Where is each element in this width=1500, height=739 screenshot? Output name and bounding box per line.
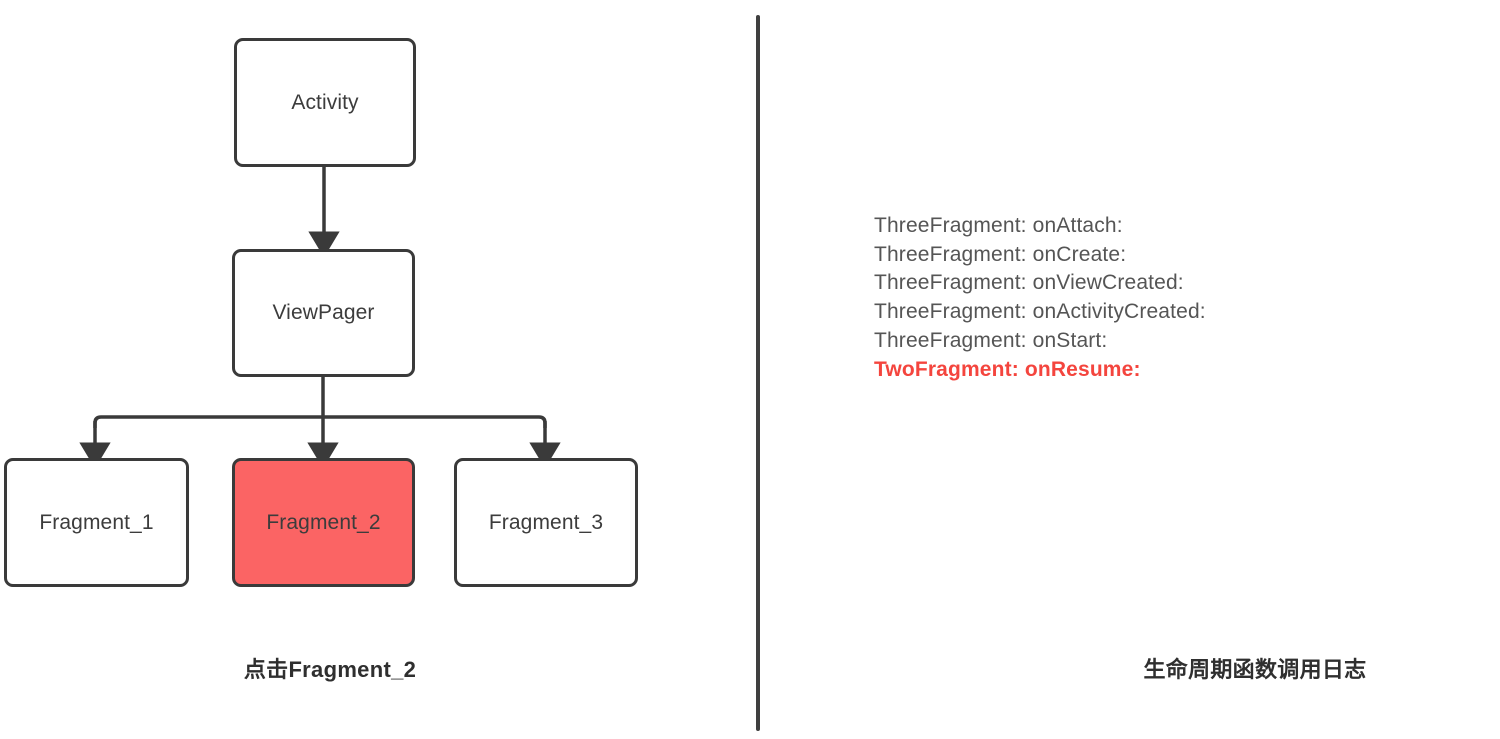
node-activity-label: Activity	[291, 90, 359, 114]
log-line: ThreeFragment: onStart:	[874, 328, 1108, 352]
node-fragment-2[interactable]: Fragment_2	[232, 458, 415, 587]
node-activity[interactable]: Activity	[234, 38, 416, 167]
log-line-highlighted: TwoFragment: onResume:	[874, 357, 1141, 381]
node-fragment-1-label: Fragment_1	[39, 510, 154, 534]
edge-branch-bus	[93, 415, 547, 428]
log-line: ThreeFragment: onActivityCreated:	[874, 300, 1206, 324]
node-fragment-3[interactable]: Fragment_3	[454, 458, 638, 587]
node-viewpager-label: ViewPager	[272, 301, 375, 324]
node-viewpager[interactable]: ViewPager	[232, 249, 415, 377]
log-line: ThreeFragment: onCreate:	[874, 242, 1127, 266]
node-fragment-1[interactable]: Fragment_1	[4, 458, 189, 587]
log-line: ThreeFragment: onAttach:	[874, 214, 1123, 237]
node-fragment-2-label: Fragment_2	[266, 510, 381, 534]
panel-divider	[756, 15, 760, 731]
node-fragment-3-label: Fragment_3	[488, 510, 604, 534]
log-line: ThreeFragment: onViewCreated:	[874, 271, 1184, 295]
caption-left: 点击Fragment_2	[243, 657, 417, 682]
lifecycle-log-panel: ThreeFragment: onAttach: ThreeFragment: …	[874, 212, 1434, 384]
caption-right: 生命周期函数调用日志	[1143, 657, 1367, 682]
